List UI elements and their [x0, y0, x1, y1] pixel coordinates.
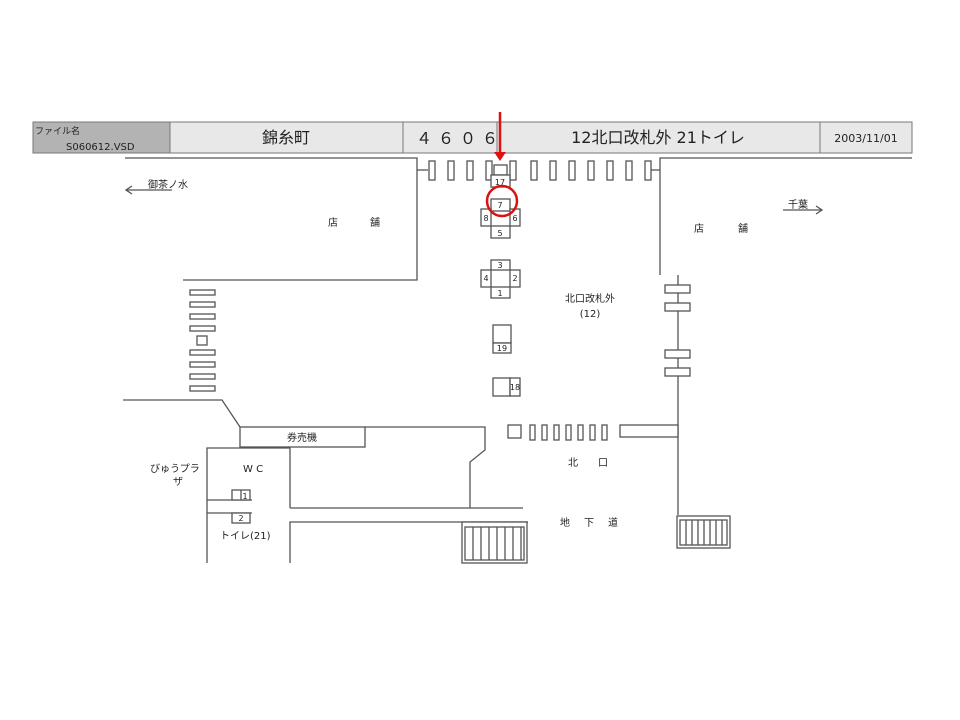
highlight-circle: [485, 184, 519, 218]
gate: [625, 160, 633, 181]
gate: [530, 160, 538, 181]
gate: [589, 424, 596, 441]
right-pillars: [664, 284, 691, 377]
svg-text:ザ: ザ: [173, 476, 183, 488]
file-label: ファイル名: [35, 125, 80, 137]
gate: [466, 160, 474, 181]
ticket-machine-label: 券売機: [287, 431, 317, 444]
gate: [549, 160, 557, 181]
gate: [553, 424, 560, 441]
direction-ochanomizu: 御茶ノ水: [124, 178, 188, 195]
step: [189, 301, 216, 308]
gate: [485, 160, 493, 181]
svg-text:2: 2: [238, 514, 243, 523]
station-code: ４６０６: [416, 129, 504, 148]
booth-17: 17: [495, 178, 505, 187]
location-title: 12北口改札外 21トイレ: [571, 128, 745, 147]
ticket-gates-top: [428, 160, 652, 181]
step: [189, 349, 216, 356]
step: [189, 325, 216, 332]
gate: [529, 424, 536, 441]
underpass: 地: [560, 516, 570, 529]
svg-text:御茶ノ水: 御茶ノ水: [148, 178, 188, 191]
svg-text:舗: 舗: [738, 222, 748, 235]
booth-3: 3: [497, 261, 502, 270]
location-marker: [485, 112, 519, 218]
booth-2: 2: [512, 274, 517, 283]
north-exit: 北: [568, 457, 578, 469]
booth-19: 19: [492, 324, 512, 354]
svg-text:19: 19: [497, 344, 507, 353]
booth-6: 6: [512, 214, 517, 223]
step: [189, 373, 216, 380]
walls: [123, 157, 912, 563]
gate: [568, 160, 576, 181]
ticket-machine: [239, 426, 366, 448]
left-steps: [189, 289, 216, 392]
svg-text:口: 口: [598, 458, 608, 469]
direction-chiba: 千葉: [783, 198, 824, 215]
booth-18: 18: [492, 377, 521, 397]
view-plaza: びゅうプラ: [150, 463, 200, 475]
booth-group-mid: 3 4 2 1: [480, 259, 521, 299]
svg-text:舗: 舗: [370, 216, 380, 229]
date: 2003/11/01: [834, 132, 897, 145]
svg-text:1: 1: [242, 492, 247, 501]
booth-5: 5: [497, 229, 502, 238]
stairs-right: [676, 515, 731, 549]
file-name: S060612.VSD: [66, 142, 135, 153]
svg-text:道: 道: [608, 516, 618, 529]
file-cell: [32, 121, 171, 154]
booth-8: 8: [483, 214, 488, 223]
gate: [577, 424, 584, 441]
area-number: (12): [580, 309, 601, 320]
header-cells: [169, 121, 913, 154]
gate: [601, 424, 608, 441]
area-name: 北口改札外: [565, 292, 615, 305]
station-name: 錦糸町: [262, 128, 310, 147]
step: [189, 361, 216, 368]
ticket-gates-bottom: [507, 424, 679, 441]
svg-text:下: 下: [584, 518, 594, 529]
toilet-label: トイレ(21): [220, 531, 271, 542]
gate: [606, 160, 614, 181]
booth-group-top: 17 7 8 6 5: [480, 164, 521, 239]
gate: [509, 160, 517, 181]
shop-left: 店: [328, 216, 338, 229]
shop-right: 店: [694, 222, 704, 235]
booth-1: 1: [497, 289, 502, 298]
gate: [541, 424, 548, 441]
gate: [428, 160, 436, 181]
gate: [565, 424, 572, 441]
gate: [587, 160, 595, 181]
step: [189, 289, 216, 296]
gate: [644, 160, 652, 181]
header-bar: ファイル名 S060612.VSD 錦糸町 ４６０６ 12北口改札外 21トイレ…: [32, 121, 913, 154]
stairs-bottom: [461, 521, 528, 564]
step: [189, 385, 216, 392]
step: [189, 313, 216, 320]
booth-7: 7: [497, 201, 502, 210]
svg-text:18: 18: [510, 383, 520, 392]
gate: [447, 160, 455, 181]
booth-4: 4: [483, 274, 488, 283]
svg-text:千葉: 千葉: [788, 198, 808, 211]
toilet-unit-2: [231, 512, 251, 524]
wc-label: W C: [243, 464, 263, 475]
